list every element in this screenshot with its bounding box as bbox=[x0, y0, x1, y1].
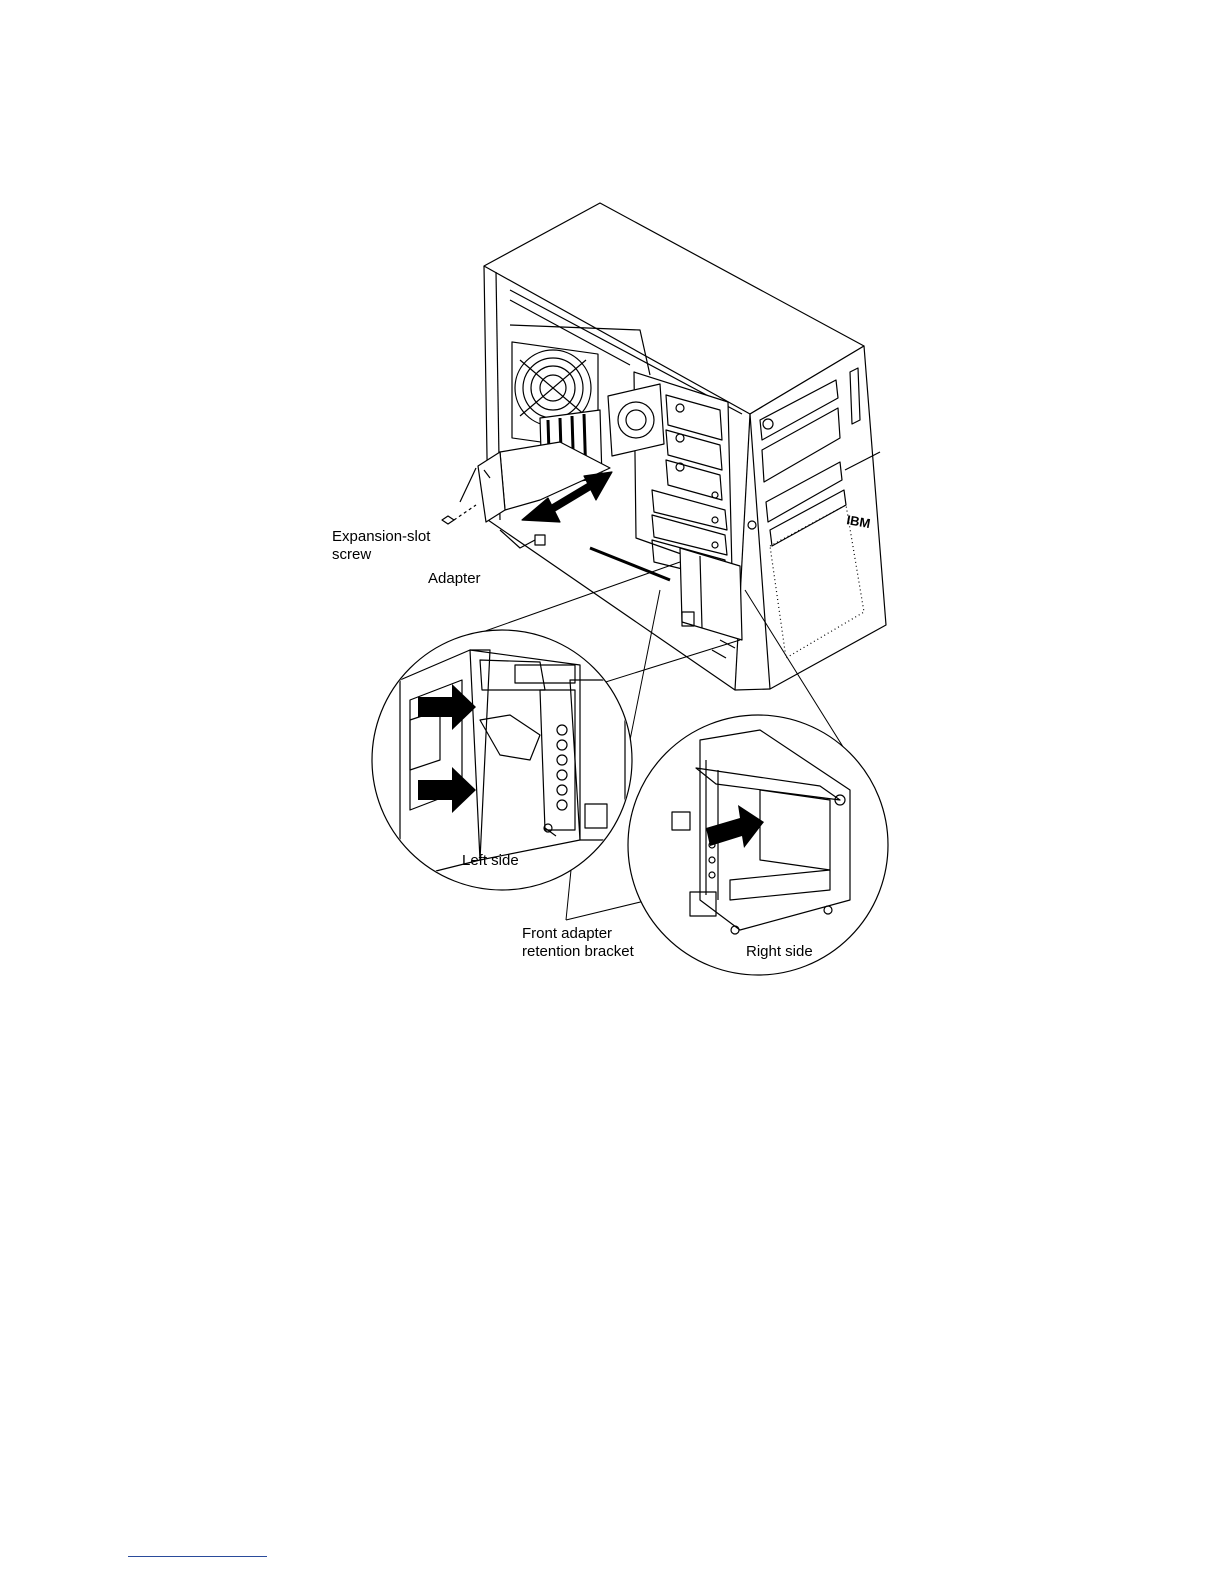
right-side-detail bbox=[628, 715, 888, 975]
label-expansion-slot-screw: Expansion-slot screw bbox=[332, 528, 430, 564]
label-left-side: Left side bbox=[462, 852, 519, 870]
expansion-slot-screw-icon bbox=[442, 505, 476, 524]
footer-rule bbox=[128, 1556, 267, 1557]
rear-fan-icon bbox=[608, 384, 664, 456]
label-adapter: Adapter bbox=[428, 570, 481, 588]
left-side-detail bbox=[372, 630, 632, 890]
label-front-adapter-retention-bracket: Front adapter retention bracket bbox=[522, 925, 634, 961]
label-right-side: Right side bbox=[746, 943, 813, 961]
lock-icon bbox=[748, 521, 756, 529]
